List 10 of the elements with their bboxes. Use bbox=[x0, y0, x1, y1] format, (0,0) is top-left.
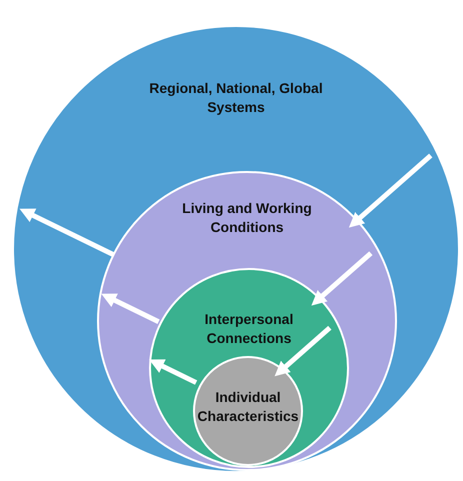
circle-label: Individual Characteristics bbox=[196, 388, 300, 426]
circle-label: Living and Working Conditions bbox=[181, 199, 313, 237]
arrow bbox=[20, 208, 115, 257]
arrow bbox=[274, 326, 332, 376]
circle-label: Regional, National, Global Systems bbox=[148, 79, 324, 117]
arrow bbox=[101, 294, 160, 324]
arrow bbox=[149, 359, 198, 385]
arrow bbox=[348, 154, 432, 228]
circle-label: Interpersonal Connections bbox=[204, 310, 294, 348]
arrow bbox=[311, 251, 373, 306]
